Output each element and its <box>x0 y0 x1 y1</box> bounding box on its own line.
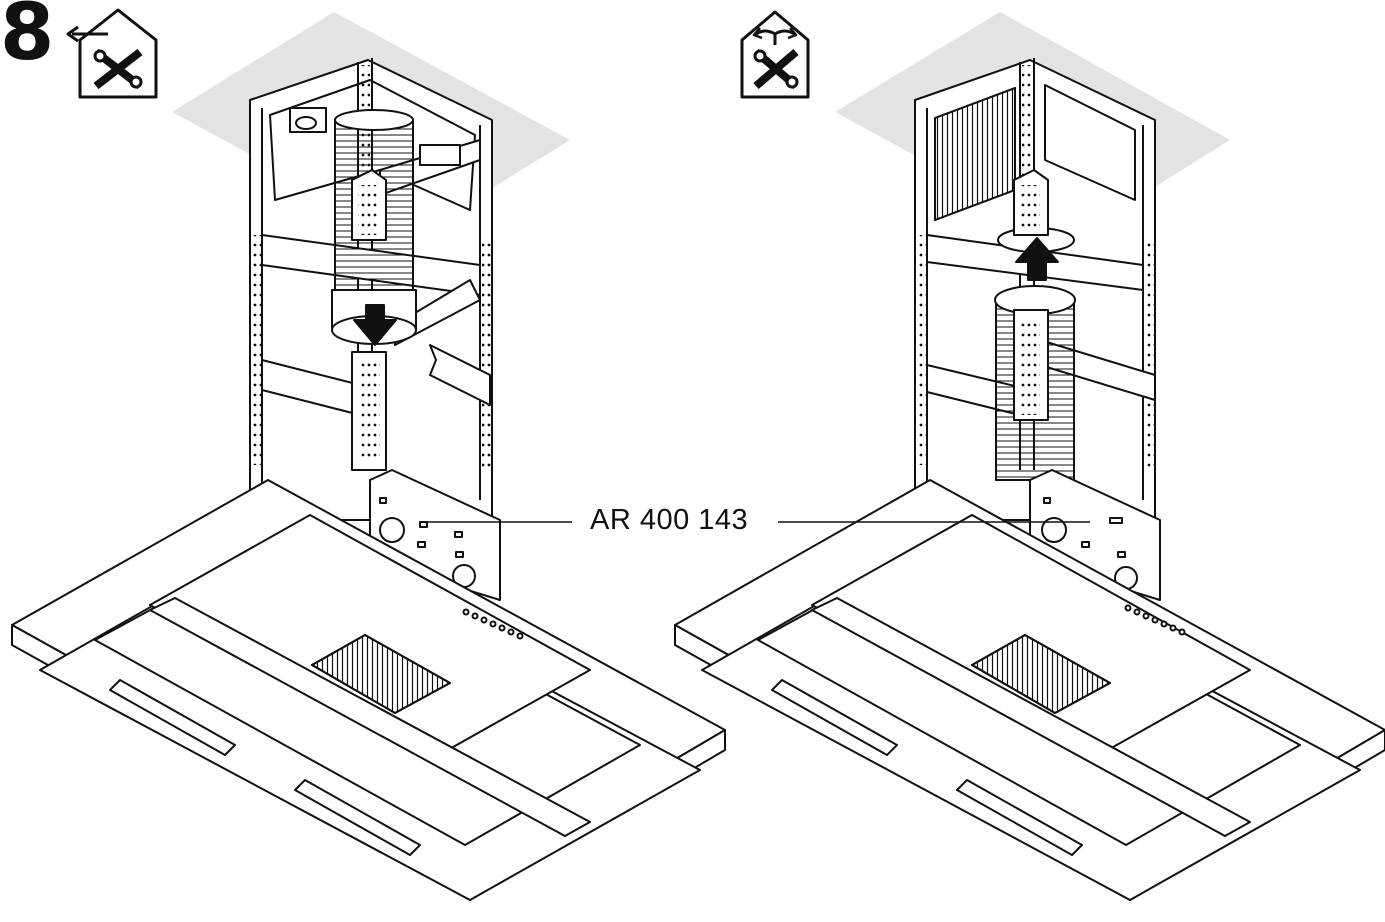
right-recirculation-assembly <box>674 12 1385 901</box>
hood-canopy <box>674 479 1385 901</box>
step-number: 8 <box>0 0 55 78</box>
part-number-label: AR 400 143 <box>586 506 753 535</box>
telescopic-bracket <box>1013 169 1049 421</box>
left-exhaust-assembly <box>11 12 726 901</box>
telescopic-bracket <box>351 169 387 471</box>
recirculation-mode-no-tools-icon <box>740 10 810 99</box>
hood-canopy <box>11 479 726 901</box>
down-arrow <box>353 304 397 346</box>
exhaust-air-mode-no-tools-icon <box>66 8 158 99</box>
control-buttons <box>462 608 524 640</box>
up-arrow <box>1015 237 1059 281</box>
control-buttons <box>1124 604 1186 636</box>
